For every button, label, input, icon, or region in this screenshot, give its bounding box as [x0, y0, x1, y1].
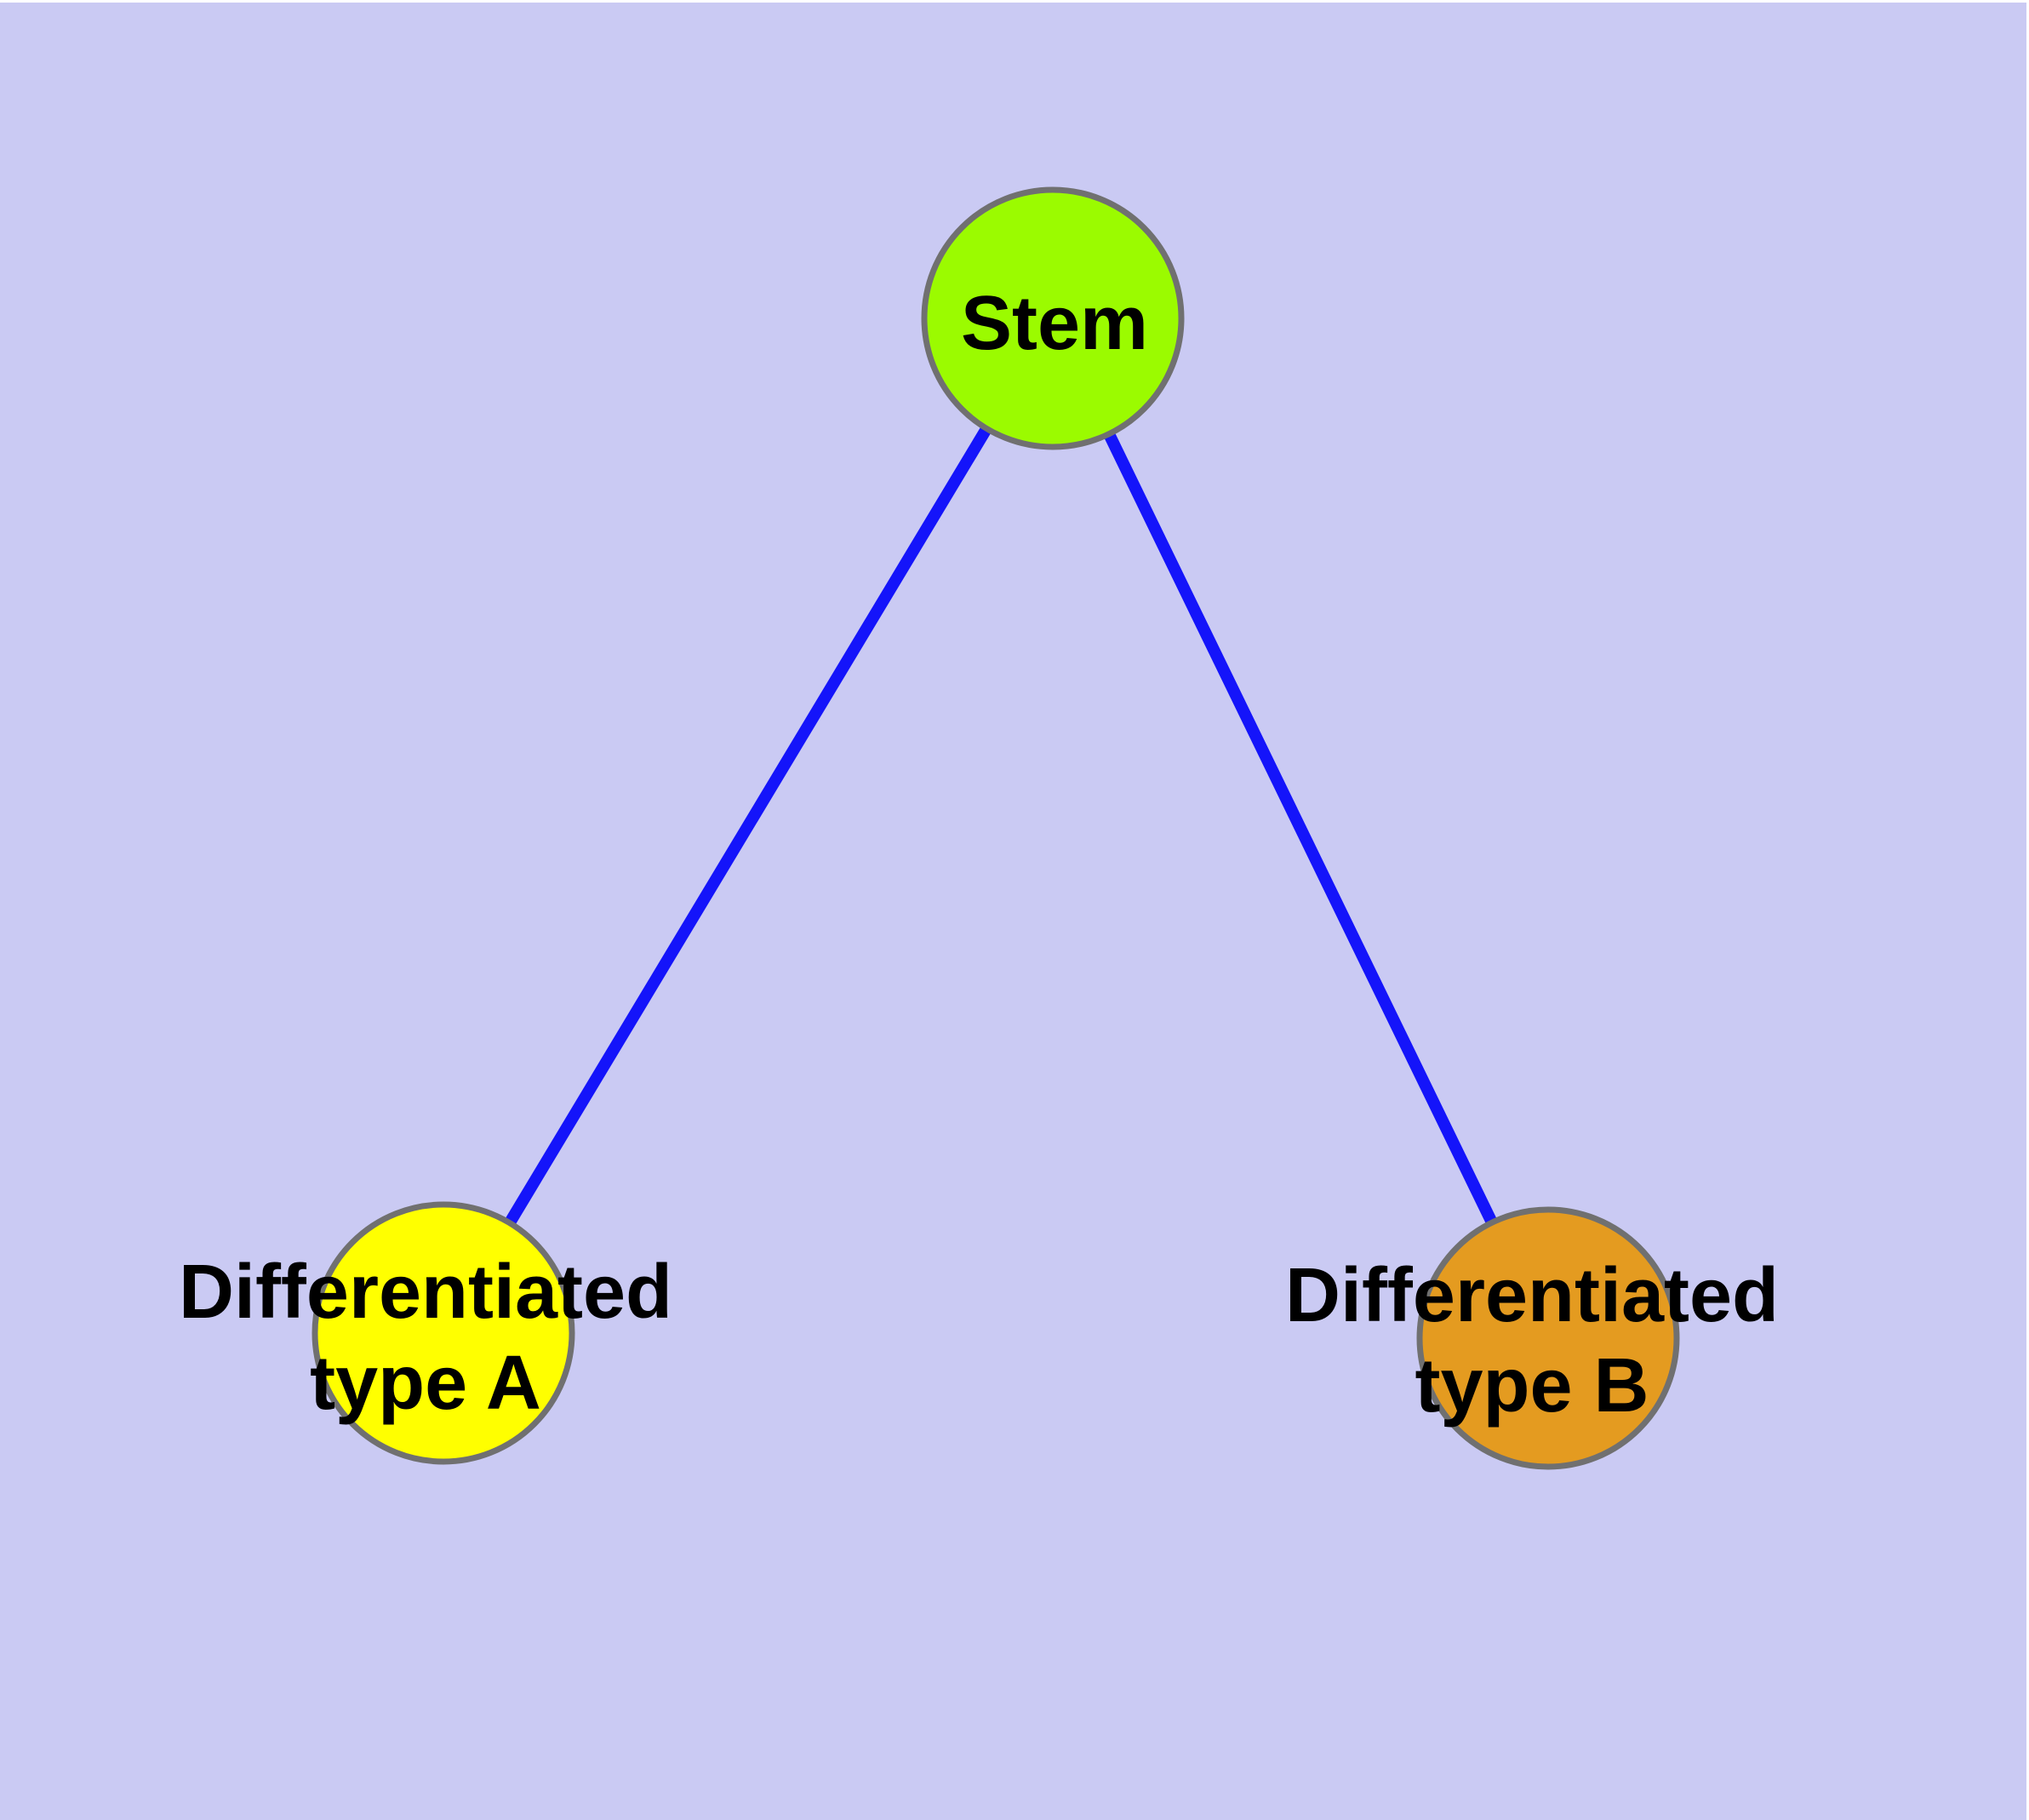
node-type-b-circle: [1416, 1206, 1680, 1470]
edge-stem-to-type-a: [437, 315, 1059, 1336]
node-stem-label: Stem: [961, 281, 1148, 366]
node-type-a-label-line2: type A: [310, 1341, 541, 1426]
node-type-b-label-line1: Differentiated: [1285, 1253, 1779, 1338]
edge-stem-to-type-b: [1047, 315, 1554, 1342]
node-type-a-label-line1: Differentiated: [179, 1250, 672, 1335]
node-type-b-label-line2: type B: [1415, 1343, 1649, 1428]
node-type-a-circle: [311, 1201, 575, 1465]
edge-layer: [437, 315, 1554, 1342]
node-differentiated-type-b: Differentiated type B: [1285, 1206, 1779, 1470]
node-stem: Stem: [921, 186, 1185, 450]
node-differentiated-type-a: Differentiated type A: [179, 1201, 672, 1465]
node-stem-circle: [921, 186, 1185, 450]
